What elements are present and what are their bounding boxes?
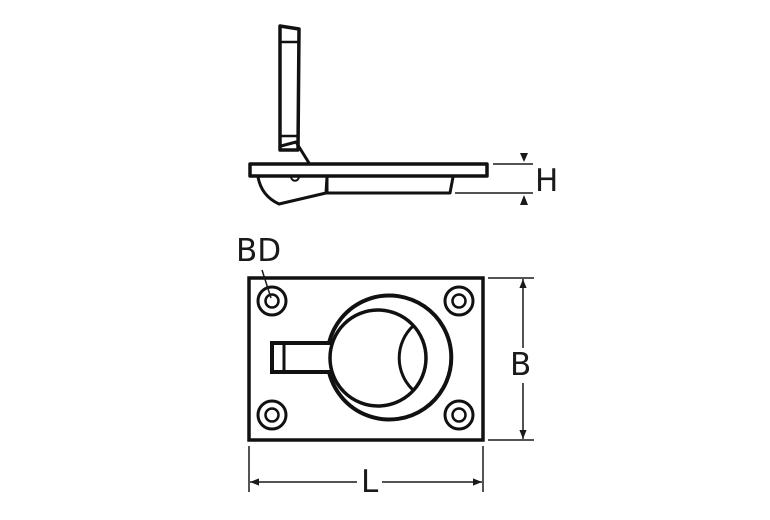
label-b: B bbox=[510, 347, 532, 383]
dimension-h bbox=[455, 153, 533, 205]
bd-leader-line bbox=[261, 269, 272, 299]
ring-outer-with-tab bbox=[270, 293, 454, 422]
ring-raised-profile bbox=[278, 24, 311, 164]
ring-crescent bbox=[397, 324, 415, 392]
mounting-hole-top-right bbox=[443, 285, 475, 317]
mounting-hole-top-left bbox=[256, 285, 288, 317]
ring-inner bbox=[328, 308, 428, 408]
top-view bbox=[247, 276, 485, 442]
base-plate bbox=[247, 276, 485, 442]
hinge-hook bbox=[256, 176, 329, 206]
label-h: H bbox=[535, 163, 559, 199]
mounting-hole-bottom-left bbox=[256, 399, 288, 431]
side-view bbox=[248, 24, 489, 206]
flange-plate bbox=[248, 162, 489, 178]
recess-body bbox=[325, 176, 455, 195]
label-bd: BD bbox=[236, 233, 282, 269]
mounting-hole-bottom-right bbox=[443, 399, 475, 431]
label-l: L bbox=[357, 467, 383, 498]
